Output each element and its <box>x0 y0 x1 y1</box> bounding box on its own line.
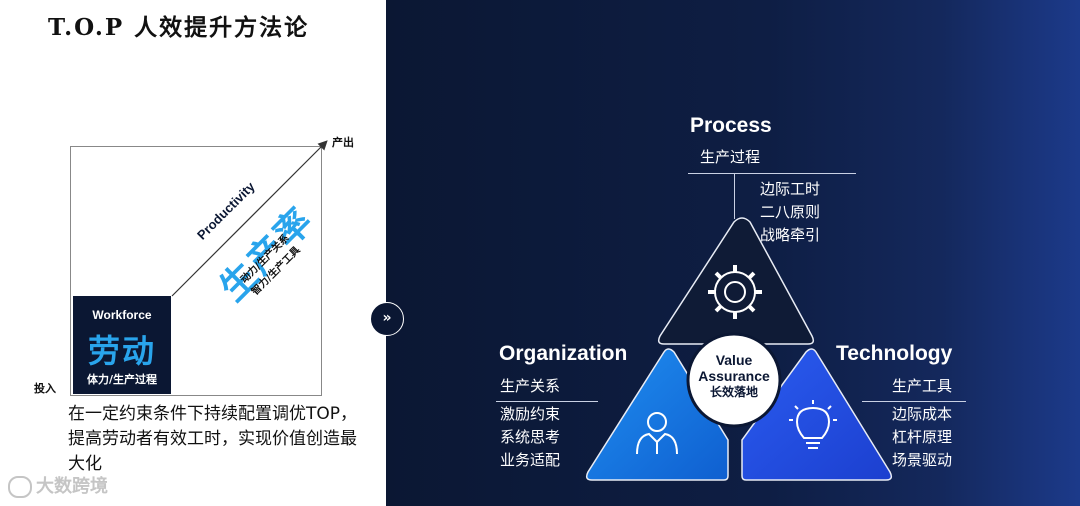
page-title: T.O.P 人效提升方法论 <box>48 14 310 41</box>
description-text: 在一定约束条件下持续配置调优TOP，提高劳动者有效工时，实现价值创造最大化 <box>68 404 358 474</box>
value-assurance-en: Value Assurance <box>698 352 770 384</box>
person-icon <box>636 412 678 455</box>
growth-arrow <box>171 140 328 297</box>
process-item: 战略牵引 <box>760 226 821 244</box>
watermark: 大数跨境 <box>8 472 108 498</box>
organization-subtitle: 生产关系 <box>500 377 561 395</box>
process-segment <box>657 217 815 345</box>
organization-item: 激励约束 <box>500 405 561 423</box>
process-divider <box>688 173 856 174</box>
technology-subtitle: 生产工具 <box>892 377 953 395</box>
process-connector <box>734 173 735 219</box>
organization-title: Organization <box>499 342 628 365</box>
value-assurance-label: Value Assurance 长效落地 <box>690 352 778 400</box>
process-item-list: 边际工时 二八原则 战略牵引 <box>760 178 820 247</box>
technology-item-list: 边际成本 杠杆原理 场景驱动 <box>892 403 952 472</box>
workforce-sub: 体力/生产过程 <box>86 373 158 386</box>
workforce-en: Workforce <box>92 308 152 322</box>
process-subtitle: 生产过程 <box>700 148 761 166</box>
technology-title: Technology <box>836 342 953 365</box>
workforce-box: Workforce 劳动 体力/生产过程 <box>73 296 171 394</box>
watermark-logo-icon <box>8 476 32 498</box>
organization-divider <box>496 401 598 402</box>
double-chevron-right-icon: » <box>370 302 404 336</box>
process-title: Process <box>690 114 772 137</box>
gear-icon <box>708 265 762 319</box>
technology-segment <box>741 348 893 481</box>
organization-item-list: 激励约束 系统思考 业务适配 <box>500 403 560 472</box>
organization-segment <box>585 348 729 481</box>
technology-item: 杠杆原理 <box>892 428 953 446</box>
input-output-chart <box>70 146 322 396</box>
output-label: 产出 <box>332 136 354 149</box>
input-label: 投入 <box>34 382 56 395</box>
technology-item: 边际成本 <box>892 405 953 423</box>
technology-divider <box>862 401 966 402</box>
watermark-text: 大数跨境 <box>36 476 108 497</box>
process-item: 二八原则 <box>760 203 821 221</box>
value-assurance-circle <box>686 332 782 428</box>
organization-item: 业务适配 <box>500 451 561 469</box>
technology-item: 场景驱动 <box>892 451 953 469</box>
lightbulb-icon <box>789 400 837 449</box>
value-assurance-cn: 长效落地 <box>709 385 758 399</box>
process-item: 边际工时 <box>760 180 821 198</box>
organization-item: 系统思考 <box>500 428 561 446</box>
workforce-cn: 劳动 <box>87 332 156 370</box>
